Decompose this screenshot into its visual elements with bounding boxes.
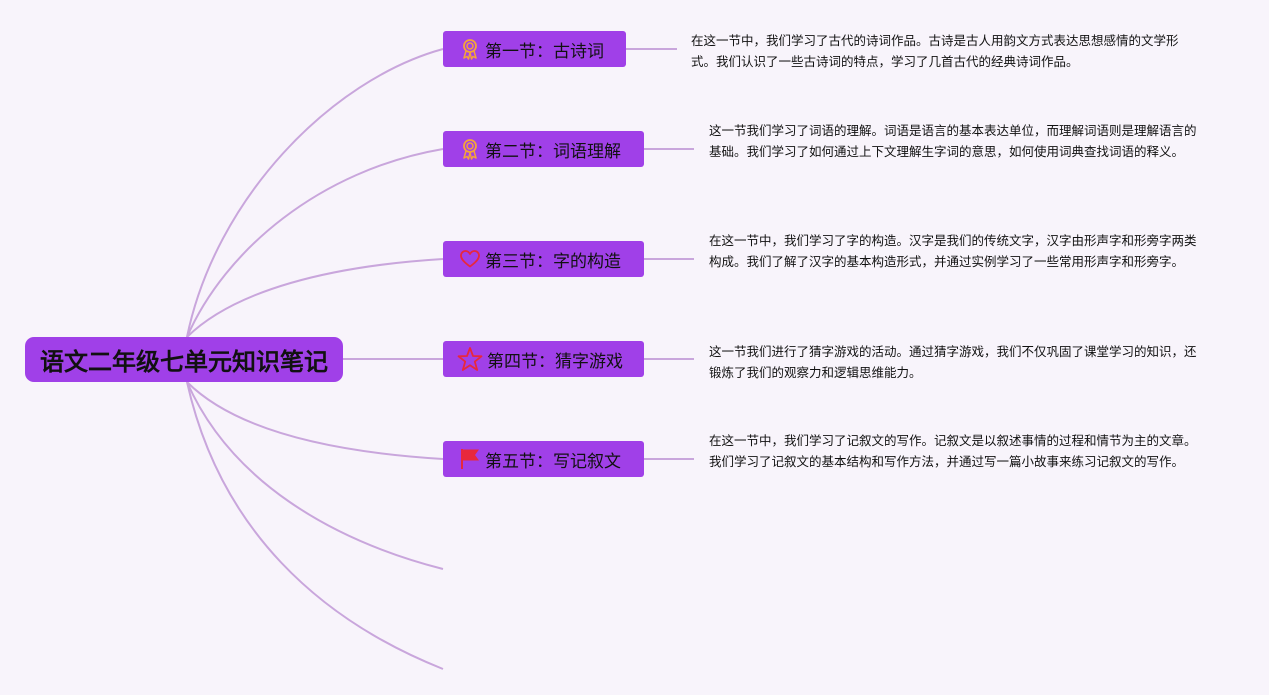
topic-node-2-label: 第二节：词语理解 (485, 141, 621, 162)
connector-empty-1 (186, 381, 444, 570)
topic-note-1: 在这一节中，我们学习了古代的诗词作品。古诗是古人用韵文方式表达思想感情的文学形式… (691, 33, 1179, 69)
topic-node-1[interactable]: 第一节：古诗词 (443, 31, 626, 67)
heart-icon (459, 248, 481, 270)
award-ribbon-icon (459, 138, 481, 160)
connector-topic-2 (186, 148, 444, 338)
connector-topic-5 (186, 381, 444, 460)
connector-topic-3 (186, 258, 444, 338)
award-ribbon-icon (459, 38, 481, 60)
topic-node-4-label: 第四节：猜字游戏 (487, 351, 623, 372)
topic-node-3[interactable]: 第三节：字的构造 (443, 241, 644, 277)
star-icon (457, 346, 483, 372)
topic-node-3-label: 第三节：字的构造 (485, 251, 621, 272)
topic-node-5-label: 第五节：写记叙文 (485, 451, 621, 472)
topic-note-4: 这一节我们进行了猜字游戏的活动。通过猜字游戏，我们不仅巩固了课堂学习的知识，还锻… (709, 344, 1197, 380)
topic-note-3: 在这一节中，我们学习了字的构造。汉字是我们的传统文字，汉字由形声字和形旁字两类构… (709, 233, 1197, 269)
topic-node-2[interactable]: 第二节：词语理解 (443, 131, 644, 167)
topic-node-4[interactable]: 第四节：猜字游戏 (443, 341, 644, 377)
connector-topic-1 (186, 48, 444, 338)
flag-icon (459, 448, 481, 470)
root-node-label: 语文二年级七单元知识笔记 (40, 348, 328, 376)
topic-node-1-label: 第一节：古诗词 (485, 41, 604, 62)
topic-note-2: 这一节我们学习了词语的理解。词语是语言的基本表达单位，而理解词语则是理解语言的基… (709, 123, 1197, 159)
topic-note-5: 在这一节中，我们学习了记叙文的写作。记叙文是以叙述事情的过程和情节为主的文章。我… (709, 433, 1197, 469)
root-node[interactable]: 语文二年级七单元知识笔记 (25, 337, 343, 382)
topic-node-5[interactable]: 第五节：写记叙文 (443, 441, 644, 477)
connector-empty-2 (186, 381, 444, 670)
